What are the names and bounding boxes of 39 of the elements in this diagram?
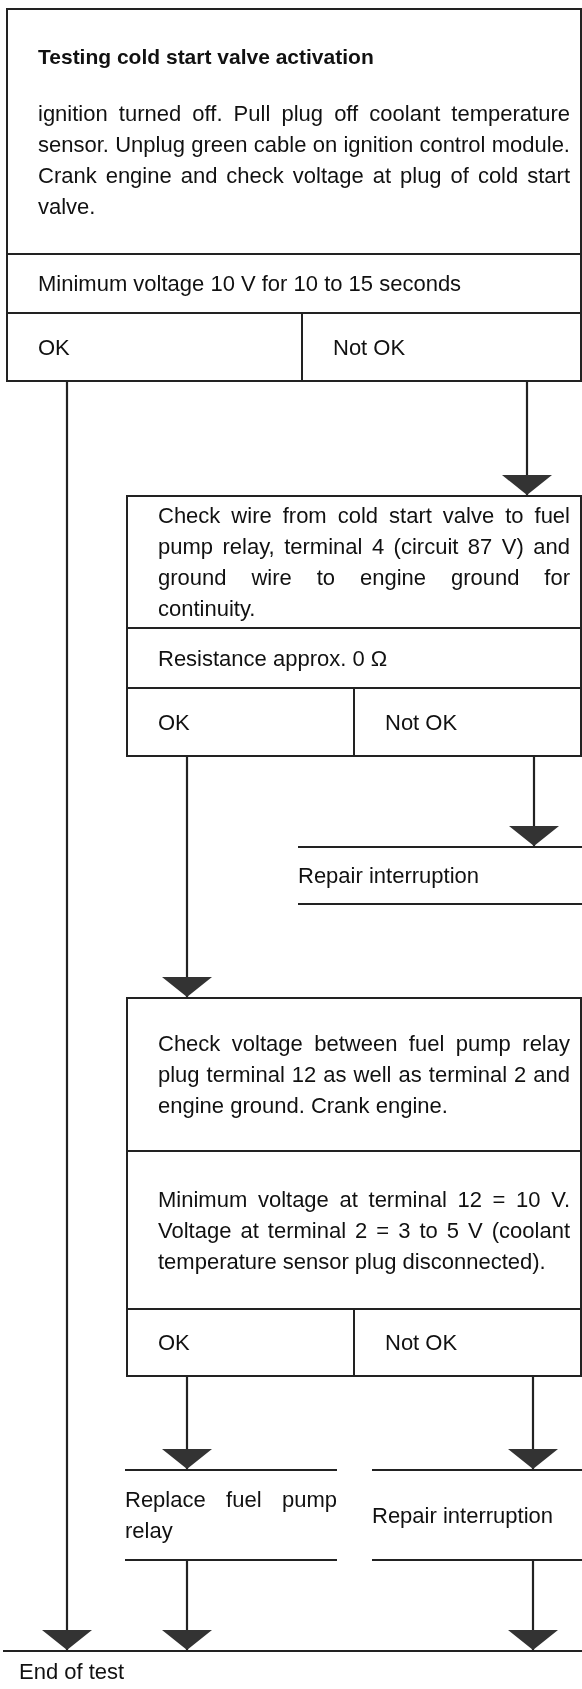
step-text: OK <box>38 333 71 362</box>
process-box <box>301 312 582 382</box>
process-box <box>353 687 582 757</box>
step-text: Replace fuel pump relay <box>125 1486 337 1545</box>
arrow <box>502 382 552 495</box>
step-text: Check wire from cold start valve to fuel pump relay, terminal 4 (circuit 87 V) and ground wire to engine ground for continuity. <box>158 502 570 623</box>
step-text: ignition turned off. Pull plug off coolant temperature sensor. Unplug green cable on ignition control module. Crank engine and check voltage at plug of cold start valve. <box>38 100 570 221</box>
step-text: Not OK <box>385 1329 459 1357</box>
process-box <box>126 495 582 629</box>
arrow <box>508 1561 558 1650</box>
process-box <box>126 997 582 1152</box>
process-box <box>126 627 582 689</box>
arrow <box>42 382 92 1650</box>
heading: Testing cold start valve activation <box>38 44 375 70</box>
arrow <box>162 1561 212 1650</box>
action-bar <box>372 1469 582 1561</box>
step-text: Not OK <box>333 333 407 362</box>
end-label: End of test <box>19 1658 126 1686</box>
action-bar <box>298 846 582 905</box>
process-box <box>126 1150 582 1310</box>
step-text: OK <box>158 708 191 737</box>
process-box <box>126 1308 355 1377</box>
step-text: Not OK <box>385 708 459 737</box>
arrow <box>508 1377 558 1469</box>
step-text: Minimum voltage 10 V for 10 to 15 seconds <box>38 270 463 298</box>
step-text: Repair interruption <box>372 1501 554 1530</box>
process-box <box>353 1308 582 1377</box>
arrow <box>162 1377 212 1469</box>
arrow <box>162 757 212 997</box>
step-text: OK <box>158 1329 191 1357</box>
arrow <box>509 757 559 846</box>
step-text: Repair interruption <box>298 862 480 890</box>
process-box <box>6 253 582 314</box>
step-text: Minimum voltage at terminal 12 = 10 V. Voltage at terminal 2 = 3 to 5 V (coolant temperature sensor plug disconnected). <box>158 1185 570 1276</box>
process-box <box>6 8 582 255</box>
step-text: Check voltage between fuel pump relay plug terminal 12 as well as terminal 2 and engine ground. Crank engine. <box>158 1030 570 1120</box>
step-text: Resistance approx. 0 Ω <box>158 644 389 673</box>
process-box <box>126 687 355 757</box>
process-box <box>6 312 303 382</box>
